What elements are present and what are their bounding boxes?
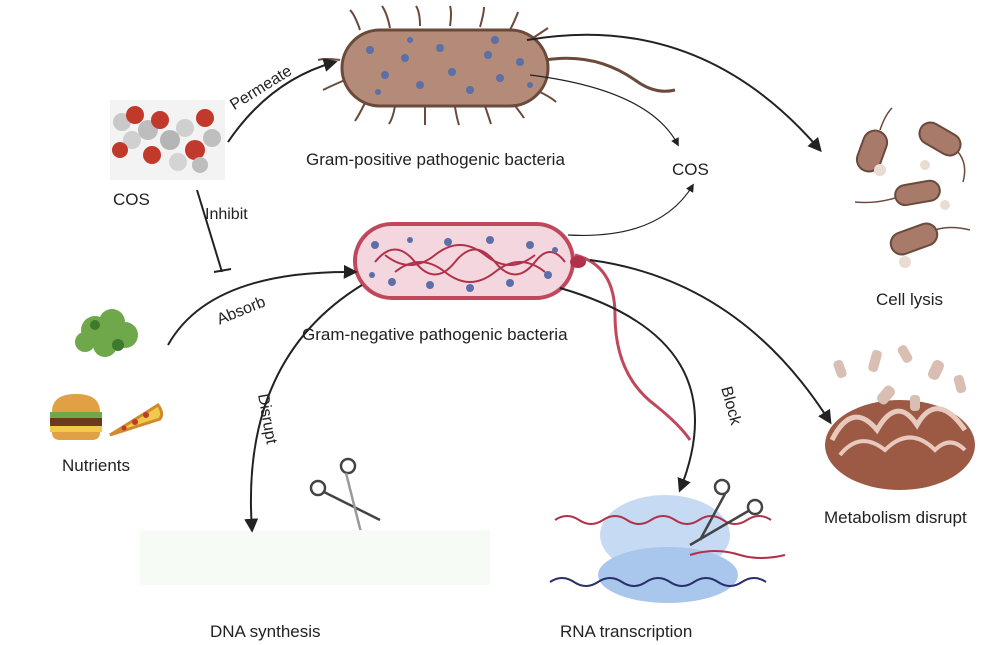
cell-lysis-icon [854,107,971,268]
nutrients-food-icon [50,309,164,440]
dna-synthesis-placeholder [140,530,490,585]
cos-label-right: COS [672,160,709,179]
grampos-to-cos-arrow [529,74,679,147]
metabolism-label: Metabolism disrupt [824,508,967,527]
cos-molecule-icon [110,100,225,180]
inhibit-label: Inhibit [205,206,248,223]
gram-negative-label: Gram-negative pathogenic bacteria [302,325,568,344]
inhibit-line [196,189,223,273]
nutrients-label: Nutrients [62,456,131,475]
gram-positive-label: Gram-positive pathogenic bacteria [306,150,565,169]
cos-label-left: COS [113,190,150,209]
block-arrow [559,287,696,493]
ribosome-rna-icon [549,478,786,603]
permeate-arrow [227,58,338,143]
disrupt-arrow [244,284,363,533]
gramneg-to-cos-arrow [567,183,694,237]
cell-lysis-label: Cell lysis [876,290,944,309]
grampos-to-lysis-arrow [526,33,822,153]
absorb-arrow [167,264,358,346]
rna-transcription-label: RNA transcription [560,622,693,641]
inhibit-bar [213,268,232,273]
mitochondrion-icon [825,345,975,490]
gramneg-to-metabolism-arrow [589,259,832,425]
gram-negative-bacterium-icon [353,222,692,441]
arrows-group [167,33,832,533]
dna-synthesis-label: DNA synthesis [210,622,321,641]
gram-positive-bacterium-icon [317,5,676,126]
